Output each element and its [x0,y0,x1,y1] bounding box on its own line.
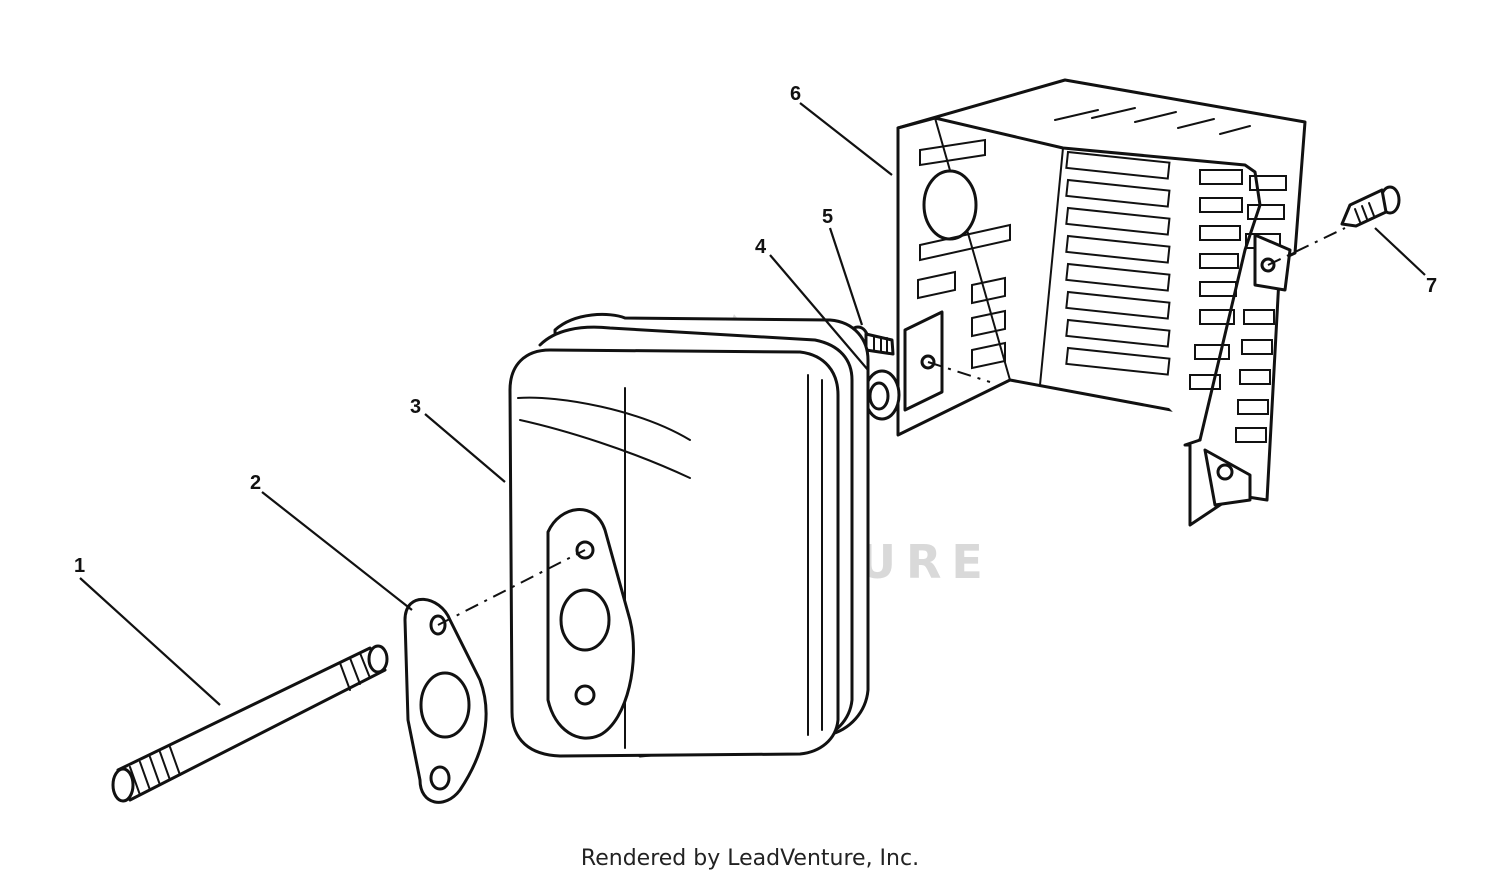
callout-5: 5 [822,206,833,228]
callout-6: 6 [790,83,801,105]
callout-4: 4 [755,236,767,258]
part-6-heat-shield [896,78,1307,527]
part-2-gasket [403,597,488,804]
callouts: 1 2 3 4 5 6 7 [74,83,1437,577]
part-3-muffler [508,312,870,758]
part-7-bolt [1340,185,1401,228]
callout-2: 2 [250,472,261,494]
footer-credit: Rendered by LeadVenture, Inc. [580,846,920,871]
assembly-lines [437,227,1346,626]
part-4-washer [863,369,901,421]
callout-1: 1 [74,555,85,577]
part-1-stud [111,644,389,803]
callout-7: 7 [1426,275,1437,297]
callout-3: 3 [410,396,421,418]
leader-lines [79,102,1426,706]
